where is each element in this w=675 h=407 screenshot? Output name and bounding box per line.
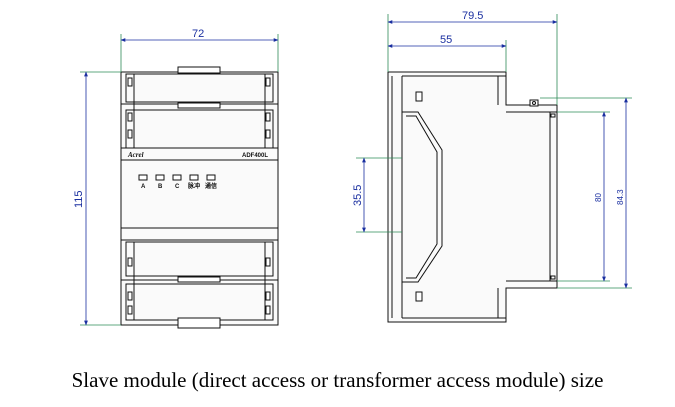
figure-caption: Slave module (direct access or transform…	[71, 368, 604, 392]
indicator-label-b: B	[158, 184, 163, 190]
indicator-label-a: A	[141, 184, 146, 190]
dimension-drawing: Acrel ADF400L A B C 脉冲 通信 72 115	[73, 10, 632, 329]
width-dimension: 72	[192, 28, 204, 40]
height-dimension: 115	[73, 190, 85, 208]
front-view	[120, 66, 279, 329]
indicator-label-comm: 通信	[205, 182, 217, 190]
total-depth-dimension: 79.5	[462, 10, 483, 22]
front-dimensions	[80, 34, 279, 326]
side-dimensions	[356, 14, 632, 289]
indicator-label-c: C	[175, 184, 180, 190]
side-view	[387, 71, 558, 323]
total-height-dimension: 84.3	[616, 189, 625, 205]
depth-dimension: 55	[440, 34, 452, 46]
body-height-dimension: 80	[594, 193, 603, 202]
model-label: ADF400L	[242, 153, 268, 159]
brand-logo: Acrel	[127, 151, 144, 159]
indicator-label-pulse: 脉冲	[187, 182, 200, 190]
rail-dimension: 35.5	[352, 185, 364, 206]
